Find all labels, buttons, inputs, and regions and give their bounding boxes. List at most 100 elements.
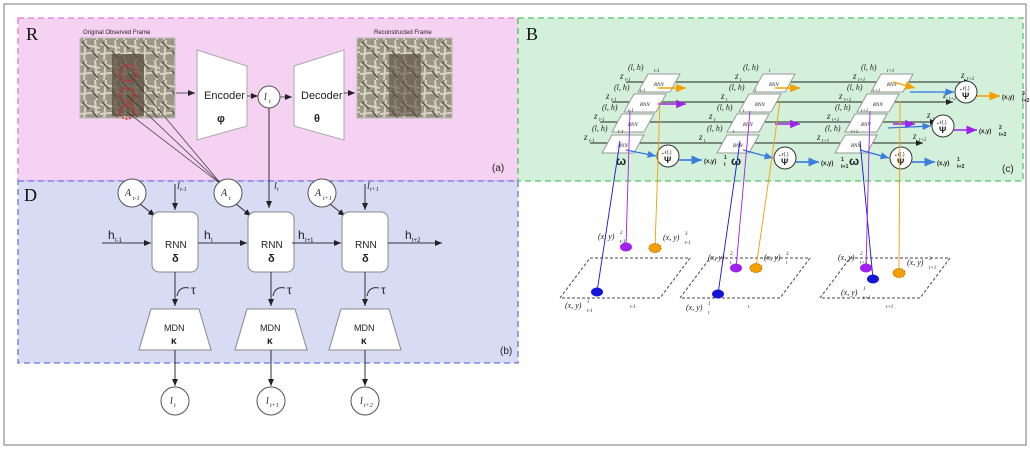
action-sub-2: t+1 <box>323 196 332 202</box>
plane-0-label-sup-1: 2 <box>620 231 623 236</box>
plane-1-label-sub-2: t <box>786 261 788 266</box>
psi-label-1: Ψ <box>781 157 788 167</box>
omega-2-3: ω <box>849 154 859 168</box>
z-label-2-0: z <box>852 71 857 81</box>
lh-label-0-2: (l, h) <box>602 103 618 112</box>
h-in-1: h <box>204 228 211 242</box>
psi-output-3: (x,y) <box>979 129 991 135</box>
plane-1-label-sup-0: 1 <box>708 302 711 307</box>
tau-0: τ <box>191 283 196 297</box>
behaviour-rnn-label-1-3: RNN <box>732 144 743 149</box>
psi-output-sub-0: t <box>724 162 726 168</box>
z-label-1-1: z <box>720 91 725 101</box>
z-final-sub-0: t+2 <box>967 77 975 82</box>
plane-2-label-sup-1: 2 <box>860 252 863 257</box>
lh-label-0-1: (l, h) <box>614 83 630 92</box>
psi-node-1 <box>773 146 797 170</box>
latent-label: l <box>264 92 267 103</box>
mdn-param-2: κ <box>361 336 367 347</box>
lh-sub-0-2: t-1 <box>628 109 634 114</box>
agent1-dot-1 <box>712 289 724 299</box>
lh-sub-0-1: t-1 <box>640 89 646 94</box>
behaviour-rnn-label-1-2: RNN <box>742 123 753 128</box>
behaviour-rnn-label-2-0: RNN <box>886 83 897 88</box>
tau-1: τ <box>287 283 292 297</box>
attention-circle-2 <box>119 87 135 103</box>
h-out: h <box>405 228 412 242</box>
h-in-sub-1: t <box>211 238 213 244</box>
behaviour-cell-2-1 <box>856 93 900 113</box>
psi-output-sub-2: t+2 <box>957 164 965 170</box>
plane-2-label-1: (x, y) <box>838 253 855 262</box>
psi-output-sup-0: 1 <box>724 155 727 161</box>
z-sub-0-2: t-1 <box>599 118 605 123</box>
z-sub-1-2: t <box>714 118 716 123</box>
output-label-1: l <box>266 396 269 407</box>
psi-output-sub-1: t+1 <box>841 164 849 170</box>
trajectory-planes: (x, y)1t-1(x, y)2t-1(x, y)3t-1t-1(x, y)1… <box>559 100 951 316</box>
panel-r-letter: R <box>26 24 38 44</box>
z-final-1: z <box>942 90 947 100</box>
z-final-sub-1: t+2 <box>949 97 957 102</box>
rnn-label-2: RNN <box>355 240 377 251</box>
behaviour-rnn-label-0-2: RNN <box>627 123 638 128</box>
output-label-0: l <box>170 396 173 407</box>
plane-1-label-sup-1: 2 <box>730 252 733 257</box>
agent2-dot-0 <box>620 242 632 252</box>
z-final-0: z <box>960 70 965 80</box>
lh-sub-2-0: t+1 <box>887 69 894 74</box>
rnn-param-0: δ <box>172 253 179 265</box>
mdn-block-0 <box>138 308 212 351</box>
psi-output-sup-2: 1 <box>957 157 960 163</box>
output-label-2: l <box>360 396 363 407</box>
rnn-param-2: δ <box>362 253 369 265</box>
lh-label-1-2: (l, h) <box>717 103 733 112</box>
lh-sub-1-0: t <box>769 69 771 74</box>
attention-circle-1 <box>119 64 137 82</box>
mdn-param-1: κ <box>267 336 273 347</box>
z-sub-2-0: t+1 <box>858 78 865 83</box>
agent3-dot-2 <box>892 268 906 278</box>
z-final-2: z <box>926 110 931 120</box>
color-arrow-5 <box>892 81 916 90</box>
psi-normal-3: 𝒩(.) <box>937 120 947 126</box>
lh-label-2-3: (l, h) <box>825 124 841 133</box>
lh-sub-1-3: t <box>733 130 735 135</box>
psi-link-0 <box>625 149 657 158</box>
psi-output-sub-4: t+2 <box>1022 98 1030 104</box>
output-sub-0: t <box>174 403 176 409</box>
action-node-1 <box>213 178 243 208</box>
agent1-dot-0 <box>591 287 603 297</box>
plane-0-label-sup-2: 3 <box>685 232 688 237</box>
encoder-param: φ <box>217 113 225 125</box>
psi-label-3: Ψ <box>939 125 946 135</box>
mdn-block-2 <box>328 308 402 351</box>
behaviour-cell-1-1 <box>738 93 782 113</box>
h-in-0: h <box>108 228 115 242</box>
h-in-2: h <box>298 228 305 242</box>
plane-0 <box>559 257 691 299</box>
psi-label-2: Ψ <box>897 157 904 167</box>
plane-2-label-sup-2: 3 <box>929 257 932 262</box>
lh-label-1-1: (l, h) <box>729 83 745 92</box>
action-label-1: A <box>220 188 228 199</box>
agent3-dot-1 <box>749 263 763 273</box>
z-label-1-3: z <box>698 132 703 142</box>
plane-1-label-sup-2: 3 <box>786 252 789 257</box>
decoder-param: θ <box>314 113 320 125</box>
lh-sub-1-2: t <box>743 109 745 114</box>
psi-output-1: (x,y) <box>821 161 833 167</box>
psi-output-0: (x,y) <box>704 159 716 165</box>
input-frame-caption: Original Observed Frame <box>83 30 151 36</box>
psi-output-sub-3: t+2 <box>999 132 1007 138</box>
psi-link-2 <box>859 149 890 160</box>
psi-node-0 <box>656 144 680 168</box>
behaviour-cell-0-3 <box>601 134 645 154</box>
output-frame-caption: Reconstructed Frame <box>374 30 432 36</box>
z-sub-2-3: t+1 <box>822 139 829 144</box>
lh-label-2-2: (l, h) <box>835 103 851 112</box>
plane-0-label-sup-0: 1 <box>587 300 590 305</box>
tau-2: τ <box>381 283 386 297</box>
omega-0-3: ω <box>616 154 626 168</box>
